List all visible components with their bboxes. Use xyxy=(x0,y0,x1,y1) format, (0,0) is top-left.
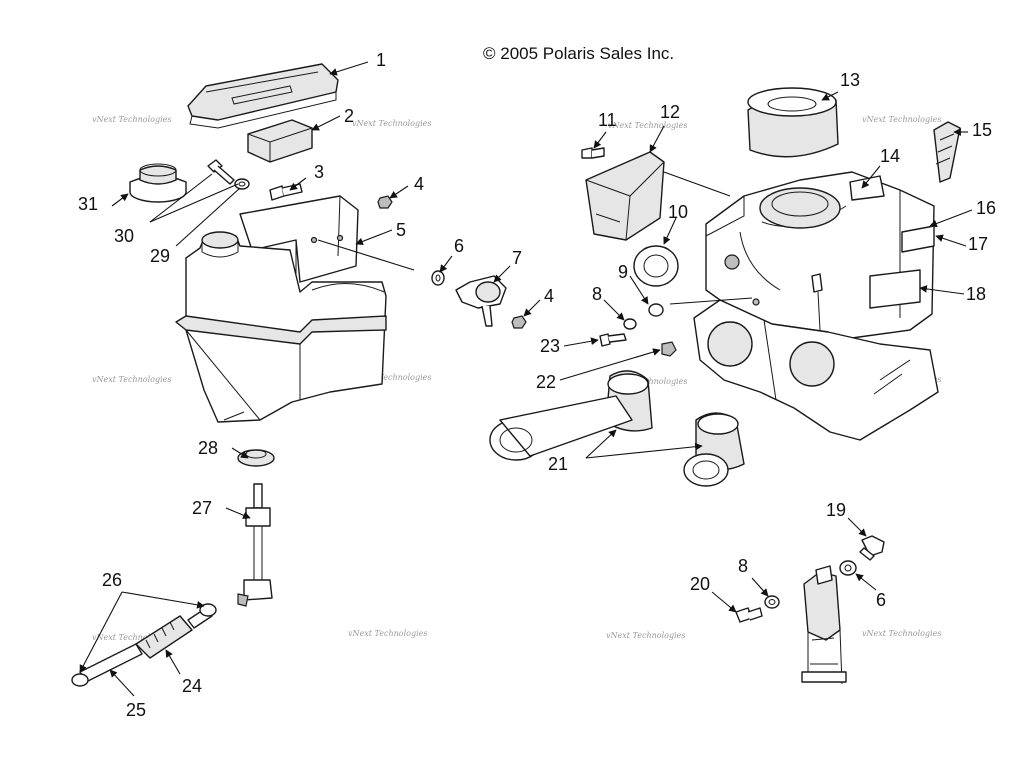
callout-6: 6 xyxy=(876,590,886,610)
watermark: vNext Technologies xyxy=(92,633,171,642)
callout-8: 8 xyxy=(738,556,748,576)
callout-8: 8 xyxy=(592,284,602,304)
callout-30: 30 xyxy=(114,226,134,246)
part-washer-29 xyxy=(234,178,250,190)
callout-15: 15 xyxy=(972,120,992,140)
part-fuel-filter xyxy=(135,615,193,659)
part-nut-22 xyxy=(661,341,677,357)
part-spacer-9 xyxy=(648,303,664,317)
callout-25: 25 xyxy=(126,700,146,720)
part-nut-4-top xyxy=(377,195,393,209)
callout-11: 11 xyxy=(598,110,617,130)
callout-6: 6 xyxy=(454,236,464,256)
part-washer-8-top xyxy=(623,318,637,330)
part-intake-boot xyxy=(683,412,745,487)
callout-31: 31 xyxy=(78,194,98,214)
callout-5: 5 xyxy=(396,220,406,240)
callout-13: 13 xyxy=(840,70,860,90)
part-intake-boot xyxy=(489,370,653,461)
part-sensor xyxy=(455,275,507,327)
callout-2: 2 xyxy=(344,106,354,126)
callout-28: 28 xyxy=(198,438,218,458)
callout-19: 19 xyxy=(826,500,846,520)
part-cdi-box xyxy=(585,151,665,241)
part-bolt-20 xyxy=(735,607,763,623)
part-washer-6-lower xyxy=(839,560,857,576)
part-oil-pickup xyxy=(237,483,273,607)
part-grommet-ring xyxy=(633,245,679,287)
callout-numbers: 1 2 3 4 5 6 7 4 31 30 29 28 27 26 24 25 … xyxy=(78,50,996,720)
callout-16: 16 xyxy=(976,198,996,218)
callout-22: 22 xyxy=(536,372,556,392)
callout-24: 24 xyxy=(182,676,202,696)
part-strap xyxy=(933,121,961,183)
callout-27: 27 xyxy=(192,498,212,518)
callout-9: 9 xyxy=(618,262,628,282)
part-nut-4-lower xyxy=(511,315,527,329)
part-mount-bracket xyxy=(801,565,847,685)
watermark: vNext Technologies xyxy=(606,631,685,640)
watermark: vNext Technologies xyxy=(352,119,431,128)
part-bolt-3 xyxy=(269,183,303,201)
part-screw-11 xyxy=(581,147,605,159)
callout-17: 17 xyxy=(968,234,988,254)
part-cover-lid xyxy=(187,63,339,129)
callout-10: 10 xyxy=(668,202,688,222)
callout-20: 20 xyxy=(690,574,710,594)
copyright-notice: © 2005 Polaris Sales Inc. xyxy=(483,44,675,63)
callout-4: 4 xyxy=(544,286,554,306)
part-bolt-19 xyxy=(859,535,885,561)
part-foam-block xyxy=(247,119,313,163)
part-bolt-23 xyxy=(599,333,627,347)
callout-29: 29 xyxy=(150,246,170,266)
part-foam-ring xyxy=(747,87,839,158)
part-bolt-30 xyxy=(207,159,235,185)
part-washer-6 xyxy=(431,270,445,286)
watermark: vNext Technologies xyxy=(608,121,687,130)
callout-18: 18 xyxy=(966,284,986,304)
watermark: vNext Technologies xyxy=(862,115,941,124)
callout-14: 14 xyxy=(880,146,900,166)
watermark: vNext Technologies xyxy=(862,629,941,638)
callout-3: 3 xyxy=(314,162,324,182)
watermark: vNext Technologies xyxy=(92,115,171,124)
part-filler-cap xyxy=(129,163,187,203)
watermark: vNext Technologies xyxy=(352,373,431,382)
callout-7: 7 xyxy=(512,248,522,268)
watermark: vNext Technologies xyxy=(348,629,427,638)
leader-lines xyxy=(79,61,973,697)
part-airbox xyxy=(705,171,935,347)
watermark: vNext Technologies xyxy=(92,375,171,384)
callout-23: 23 xyxy=(540,336,560,356)
part-airbox-lower xyxy=(693,299,939,441)
callout-21: 21 xyxy=(548,454,568,474)
callout-4: 4 xyxy=(414,174,424,194)
callout-12: 12 xyxy=(660,102,680,122)
callout-26: 26 xyxy=(102,570,122,590)
callout-1: 1 xyxy=(376,50,386,70)
part-grommet xyxy=(237,449,275,467)
part-washer-8-lower xyxy=(764,595,780,609)
part-oil-tank xyxy=(175,231,387,423)
